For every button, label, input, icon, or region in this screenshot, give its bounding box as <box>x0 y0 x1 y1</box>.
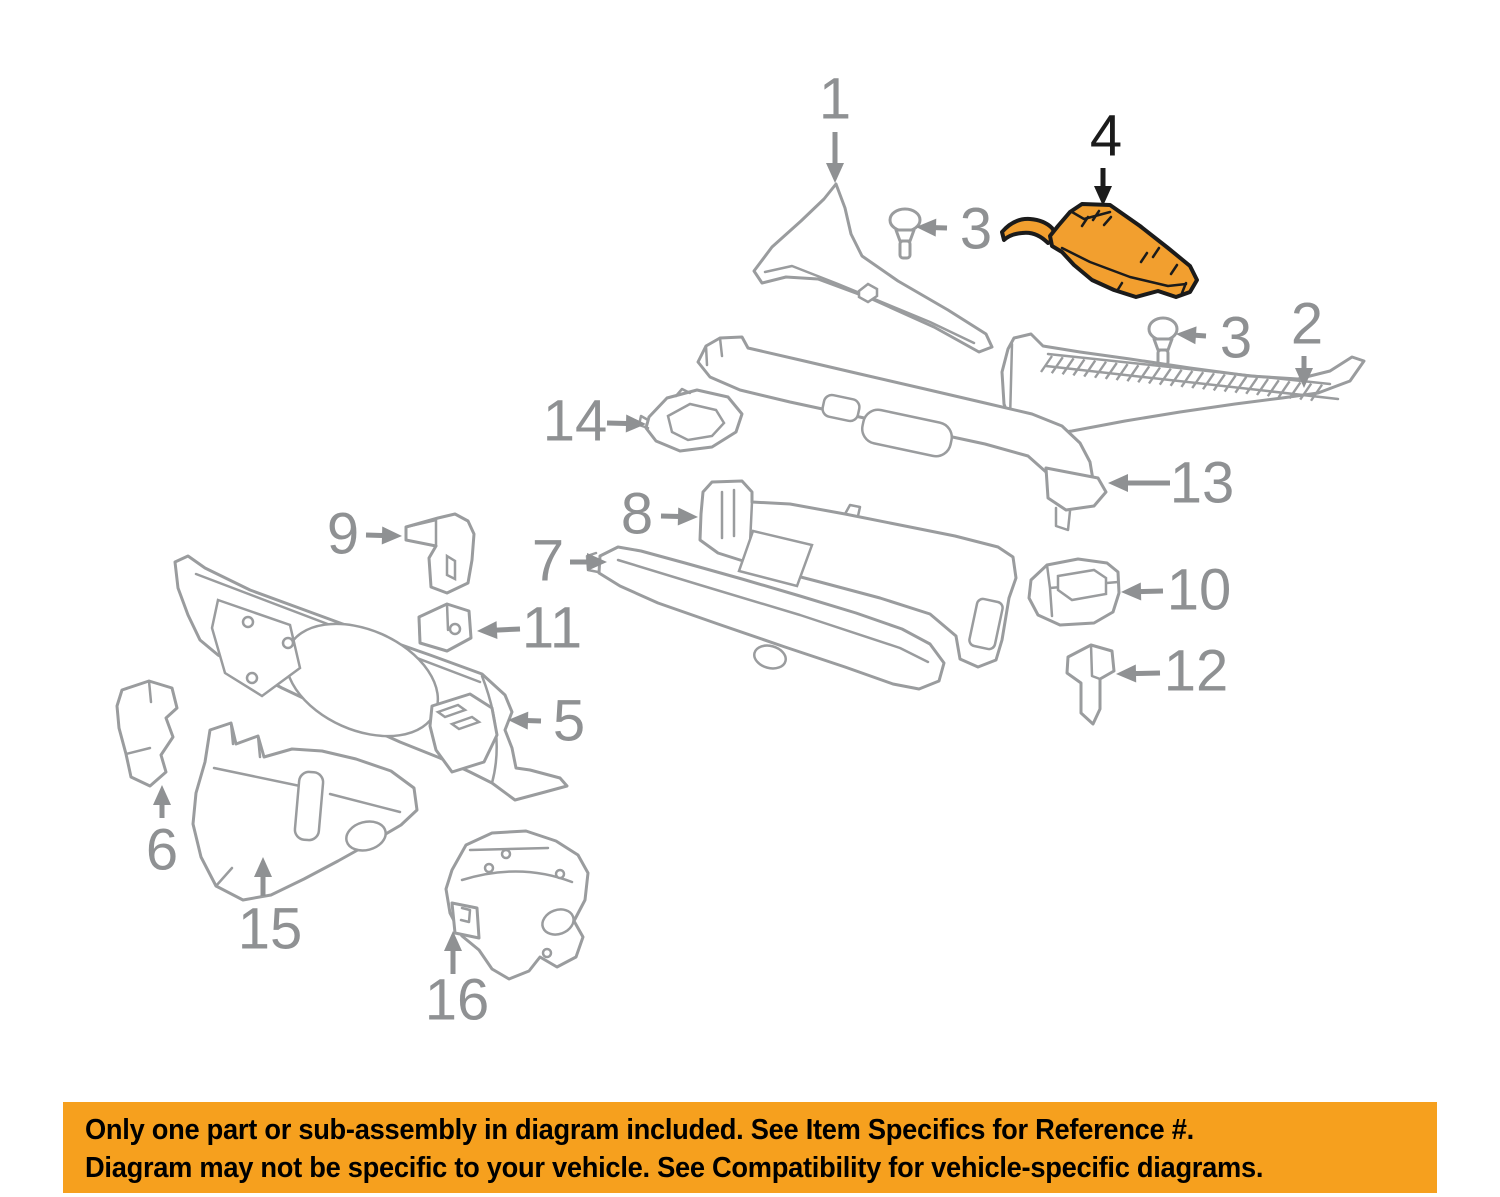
callout-number: 15 <box>238 897 303 962</box>
callout-arrowhead-icon <box>1116 664 1137 683</box>
callout-3-3: 3 <box>1176 306 1252 371</box>
callout-arrowhead-icon <box>477 621 498 640</box>
callout-1: 1 <box>819 67 851 183</box>
callout-arrowhead-icon <box>587 553 607 571</box>
callout-arrowhead-icon <box>381 526 402 545</box>
callout-7: 7 <box>532 529 607 594</box>
callout-arrowhead-icon <box>153 785 171 805</box>
callout-number: 14 <box>543 389 608 454</box>
part-3-bolt-right <box>1147 316 1179 367</box>
part-10-box-bracket <box>1027 557 1121 627</box>
callout-number: 13 <box>1170 451 1235 516</box>
callout-number: 3 <box>1220 306 1252 371</box>
callout-number: 5 <box>553 689 585 754</box>
disclaimer-banner: Only one part or sub-assembly in diagram… <box>63 1102 1437 1193</box>
part-1-cowl-panel <box>752 182 994 354</box>
callout-arrowhead-icon <box>677 507 698 526</box>
callout-arrowhead-icon <box>625 414 646 433</box>
callout-arrowhead-icon <box>508 711 529 730</box>
callout-number: 7 <box>532 529 564 594</box>
callout-8: 8 <box>621 482 698 547</box>
callout-16: 16 <box>425 931 490 1033</box>
part-14-bracket-tray <box>637 387 744 453</box>
callout-3-2: 3 <box>916 197 992 262</box>
callout-arrowhead-icon <box>1176 326 1197 345</box>
part-13-crossmember <box>696 335 1108 532</box>
callout-9: 9 <box>327 502 402 567</box>
part-7-lower-cowl-panel <box>585 545 946 691</box>
callout-arrowhead-icon <box>444 931 462 951</box>
callout-15: 15 <box>238 857 303 962</box>
grille-hatch-lines <box>1040 355 1323 402</box>
part-3-bolt-left <box>888 207 922 260</box>
disclaimer-line-1: Only one part or sub-assembly in diagram… <box>85 1114 1194 1146</box>
callout-arrowhead-icon <box>1108 474 1128 492</box>
callout-5: 5 <box>508 689 585 754</box>
callout-14: 14 <box>543 389 646 454</box>
callout-number: 6 <box>146 818 178 883</box>
part-9-bracket <box>404 512 476 595</box>
part-12-angle-clip <box>1065 643 1116 726</box>
callout-arrowhead-icon <box>1295 368 1313 388</box>
callout-number: 16 <box>425 968 490 1033</box>
part-15-dash-insulator <box>191 721 419 902</box>
callout-6: 6 <box>146 785 178 883</box>
callout-arrowhead-icon <box>254 857 272 877</box>
callout-number: 2 <box>1291 292 1323 357</box>
callout-number: 1 <box>819 67 851 132</box>
callout-number: 4 <box>1090 104 1122 169</box>
callout-arrowhead-icon <box>1094 186 1112 206</box>
callout-number: 12 <box>1164 639 1229 704</box>
callout-arrowhead-icon <box>826 163 844 183</box>
callout-10: 10 <box>1121 558 1231 623</box>
callout-number: 8 <box>621 482 653 547</box>
disclaimer-line-2: Diagram may not be specific to your vehi… <box>85 1152 1264 1184</box>
callout-2: 2 <box>1291 292 1323 388</box>
callout-arrowhead-icon <box>1121 582 1142 601</box>
callout-4: 4 <box>1090 104 1122 206</box>
callout-11: 11 <box>477 596 582 661</box>
part-6-insulator-pad <box>115 679 179 788</box>
callout-number: 9 <box>327 502 359 567</box>
part-11-clip-bracket <box>417 602 473 653</box>
callout-number: 3 <box>960 197 992 262</box>
part-8-cowl-reinforcement <box>698 479 1018 669</box>
part-4-highlighted-cowl-extension <box>1000 202 1199 299</box>
callout-number: 10 <box>1167 558 1232 623</box>
callout-number: 11 <box>522 596 582 661</box>
callout-13: 13 <box>1108 451 1234 516</box>
callout-12: 12 <box>1116 639 1228 704</box>
part-5-dash-panel <box>173 554 569 802</box>
part-16-cowl-side-insulator <box>444 829 590 981</box>
callout-arrowhead-icon <box>916 218 937 237</box>
part-2-cowl-vent-grille <box>1000 332 1366 438</box>
